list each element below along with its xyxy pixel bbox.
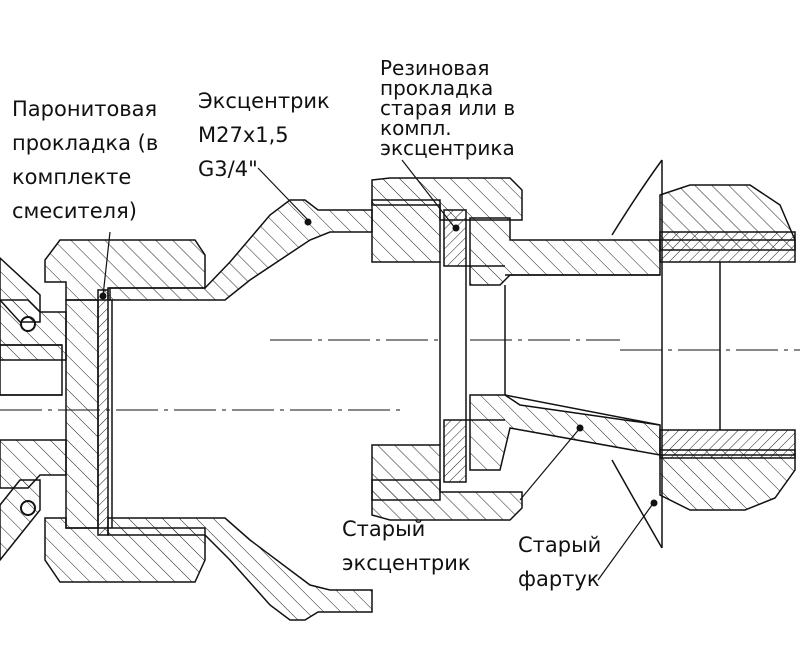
mixer-body	[0, 256, 67, 562]
label-old-apron: Старый фартук	[518, 533, 602, 591]
leader-lines	[102, 159, 653, 581]
o-ring-bottom-icon	[20, 500, 36, 516]
old-apron	[659, 184, 796, 511]
eccentric-nut	[371, 177, 523, 521]
leader-dots	[99, 218, 658, 507]
o-ring-top-icon	[20, 316, 36, 332]
label-old-eccentric: Старый эксцентрик	[342, 517, 471, 575]
paronite-gasket	[97, 289, 113, 536]
label-eccentric: Эксцентрик M27x1,5 G3/4"	[198, 89, 330, 181]
label-rubber-gasket: Резиновая прокладка старая или в компл. …	[380, 56, 516, 160]
centerlines	[0, 339, 800, 411]
old-eccentric	[469, 217, 661, 471]
label-paronite-gasket: Паронитовая прокладка (в комплекте смеси…	[12, 97, 159, 223]
rubber-gasket	[443, 209, 467, 483]
